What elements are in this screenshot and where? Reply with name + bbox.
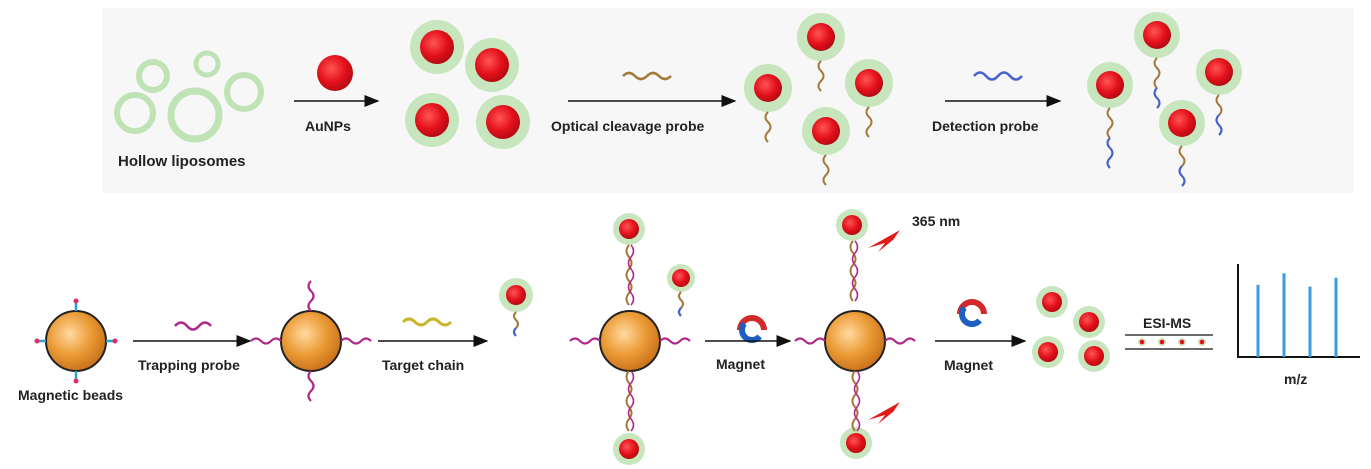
released-liposome (1036, 286, 1068, 318)
step-target-chain: Target chain (378, 278, 533, 373)
label-detection-probe: Detection probe (932, 118, 1039, 134)
step-magnet-2: Magnet (935, 299, 1027, 373)
captured-liposome (613, 213, 645, 245)
captured-liposome (840, 427, 872, 459)
probe-liposomes-group (744, 13, 893, 186)
uv-lightning-icon (868, 398, 910, 424)
hybridized-liposomes-group (1087, 12, 1242, 187)
liposome (114, 92, 156, 134)
spectrum-axes (1237, 264, 1360, 358)
label-esi-ms: ESI-MS (1143, 315, 1191, 331)
probe-liposome (744, 64, 792, 143)
released-liposomes-group (1032, 286, 1110, 372)
captured-liposome (667, 264, 695, 317)
step-magnet-1: Magnet (705, 315, 792, 372)
bead-uv-cleavage: 365 nm (794, 209, 960, 459)
magnet-icon (957, 299, 987, 327)
label-aunps: AuNPs (305, 118, 351, 134)
detection-probe-strand (973, 71, 1023, 81)
probe-liposome (802, 107, 850, 186)
label-mz-axis: m/z (1284, 371, 1307, 387)
bead-complex (569, 213, 695, 465)
labeled-liposome (499, 278, 533, 337)
hybrid-liposome (1134, 12, 1180, 109)
aunp-liposome (405, 93, 459, 147)
label-uv-wavelength: 365 nm (912, 213, 960, 229)
magnet-icon (737, 315, 767, 343)
ms-droplets (1138, 338, 1206, 346)
released-liposome (1078, 340, 1110, 372)
spectrum-peaks (1256, 273, 1338, 357)
mass-spectrum: m/z (1237, 264, 1360, 387)
hybrid-liposome (1159, 100, 1205, 187)
label-magnet-2: Magnet (944, 357, 993, 373)
label-magnet-1: Magnet (716, 356, 765, 372)
step-detection-probe: Detection probe (932, 71, 1062, 134)
aunp-particle (317, 55, 353, 91)
target-chain-strand (401, 317, 453, 327)
magnetic-bead (45, 310, 107, 372)
released-liposome (1073, 306, 1105, 338)
magnetic-bead (280, 310, 342, 372)
captured-liposome (836, 209, 868, 241)
hollow-liposomes-group: Hollow liposomes (114, 50, 264, 170)
trapping-probe-strand (174, 321, 212, 331)
liposome (193, 50, 221, 78)
captured-liposome (613, 433, 645, 465)
aunp-liposomes-group (405, 20, 530, 149)
magnetic-bead-start: Magnetic beads (18, 298, 123, 403)
aunp-liposome (410, 20, 464, 74)
esi-ms-step: ESI-MS (1125, 315, 1213, 350)
liposome (136, 59, 170, 93)
probe-liposome (845, 59, 893, 138)
step-trapping-probe: Trapping probe (133, 321, 252, 373)
step-aunps: AuNPs (294, 55, 380, 134)
label-magnetic-beads: Magnetic beads (18, 387, 123, 403)
aunp-liposome (465, 38, 519, 92)
magnetic-bead (824, 310, 886, 372)
step-optical-cleavage-probe: Optical cleavage probe (551, 71, 737, 134)
uv-lightning-icon (868, 226, 910, 252)
hybrid-liposome (1196, 49, 1242, 136)
liposome (167, 87, 223, 143)
label-hollow-liposomes: Hollow liposomes (118, 153, 246, 170)
aunp-liposome (476, 95, 530, 149)
magnetic-bead (599, 310, 661, 372)
probe-liposome (797, 13, 845, 92)
label-optical-cleavage-probe: Optical cleavage probe (551, 118, 704, 134)
liposome (224, 72, 264, 112)
hybrid-liposome (1087, 62, 1133, 169)
label-trapping-probe: Trapping probe (138, 357, 240, 373)
released-liposome (1032, 336, 1064, 368)
label-target-chain: Target chain (382, 357, 464, 373)
bead-with-trapping-probes (250, 280, 372, 402)
cleavage-probe-strand (622, 71, 672, 81)
